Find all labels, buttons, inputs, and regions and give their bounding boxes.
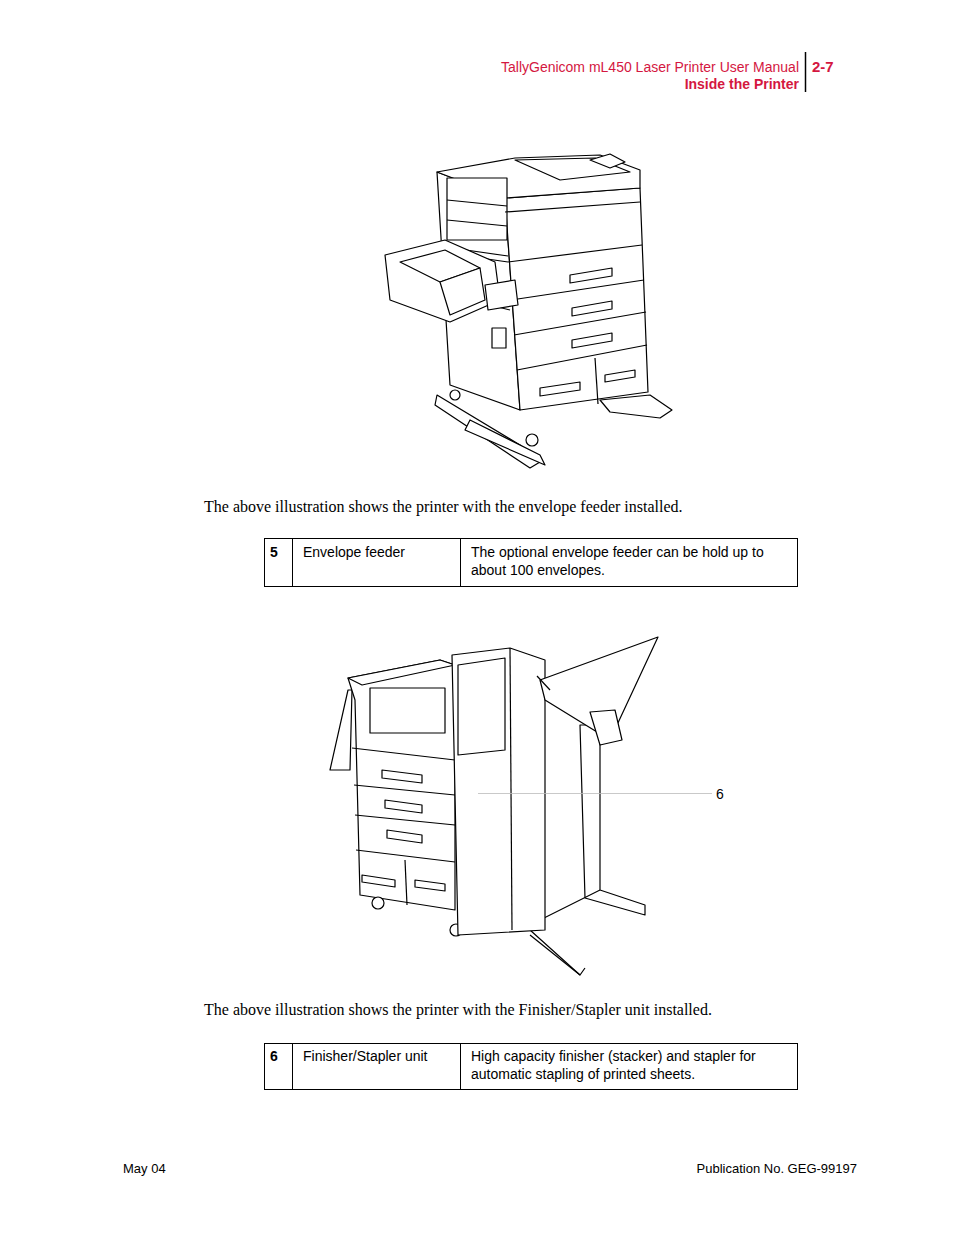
table-cell: High capacity finisher (stacker) and sta…	[471, 1047, 793, 1083]
table-cell: Envelope feeder	[303, 543, 453, 561]
callout-number: 5	[270, 543, 290, 561]
footer-date: May 04	[123, 1160, 273, 1178]
callout-number: 6	[716, 785, 724, 803]
header-rule	[805, 52, 807, 92]
callout-number: 6	[270, 1047, 290, 1065]
figure-caption: The above illustration shows the printer…	[204, 498, 824, 516]
table-cell: The optional envelope feeder can be hold…	[471, 543, 793, 579]
running-header: TallyGenicom mL450 Laser Printer User Ma…	[300, 58, 799, 76]
printer-finisher-illustration	[330, 637, 658, 975]
leader-line	[478, 793, 712, 794]
figure-caption: The above illustration shows the printer…	[204, 1001, 824, 1019]
footer-publication: Publication No. GEG-99197	[600, 1160, 857, 1178]
section-title: Inside the Printer	[300, 75, 799, 93]
table-cell: Finisher/Stapler unit	[303, 1047, 453, 1065]
printer-envelope-illustration	[385, 154, 672, 468]
page-number: 2-7	[812, 58, 852, 76]
